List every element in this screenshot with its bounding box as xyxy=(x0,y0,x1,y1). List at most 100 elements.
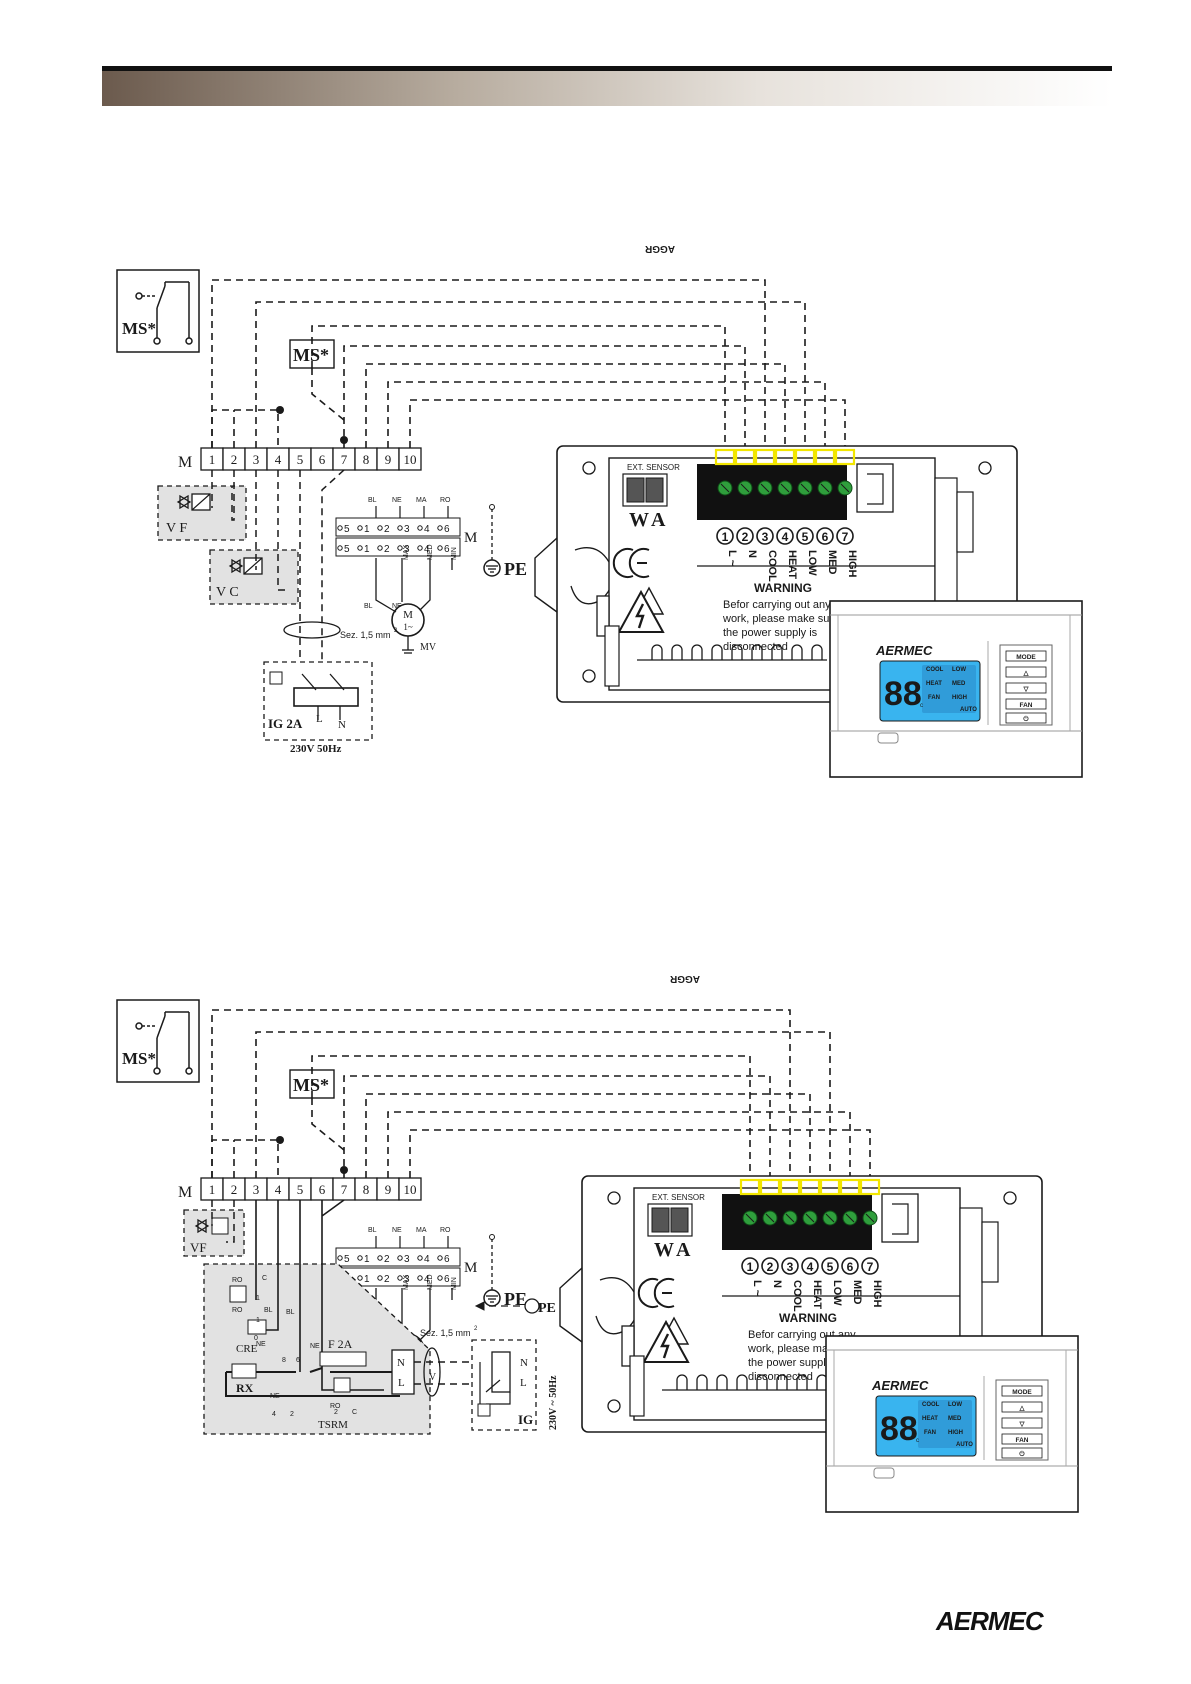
board-terminal-label: HIGH xyxy=(846,550,858,578)
motor-connector-number: 1 xyxy=(364,524,370,535)
module-wire-tag: BL xyxy=(264,1307,273,1314)
terminal-number: 1 xyxy=(209,452,216,467)
pe-symbol xyxy=(483,1289,501,1307)
motor-connector-number: 1 xyxy=(364,1254,370,1265)
board-terminal-number: 1 xyxy=(747,1260,754,1274)
supply-terminal xyxy=(391,1349,415,1395)
motor-wire-tag: RO xyxy=(440,1227,451,1234)
motor-connector-number: 1 xyxy=(364,544,370,555)
module-contact-number: 6 xyxy=(296,1357,300,1364)
board-terminal-label: HIGH xyxy=(871,1280,883,1308)
cable-section-label: Sez. 1,5 mm xyxy=(420,1328,471,1338)
thermostat-tag: AUTO xyxy=(956,1442,973,1448)
module-wire-tag: RO xyxy=(232,1277,243,1284)
terminal-highlight xyxy=(739,1178,761,1196)
motor-connector-number: 6 xyxy=(444,524,450,535)
cable-section-sup: 2 xyxy=(474,1326,478,1332)
motor-symbol: M xyxy=(403,609,413,621)
thermostat-tag: HEAT xyxy=(926,681,942,687)
thermostat-button-0: MODE xyxy=(1016,654,1036,661)
board-terminal-label: HEAT xyxy=(811,1280,823,1309)
terminal-highlight xyxy=(819,1178,841,1196)
sensor-a-label: A xyxy=(651,509,666,531)
terminal-highlight xyxy=(814,448,836,466)
thermostat-tag: HIGH xyxy=(952,695,967,701)
module-contact-number: 2 xyxy=(290,1411,294,1418)
board-terminal-label: MED xyxy=(826,550,838,575)
supply-terminal-l: L xyxy=(398,1377,405,1389)
thermostat-tag: FAN xyxy=(924,1430,936,1436)
terminal-number: 9 xyxy=(385,1182,392,1197)
motor-speed-tag: MED xyxy=(427,544,434,560)
thermostat-button-1: △ xyxy=(1023,670,1030,677)
board-terminal-number: 5 xyxy=(827,1260,834,1274)
terminal-number-badge xyxy=(736,527,754,545)
motor-connector-number: 6 xyxy=(444,1254,450,1265)
motor-block-label: M xyxy=(464,1260,477,1276)
ms-box-label: MS* xyxy=(293,345,329,365)
terminal-highlight xyxy=(759,1178,781,1196)
motor-connector-number: 1 xyxy=(364,1274,370,1285)
warning-line: the power supply is xyxy=(723,627,818,639)
module-wire-tag: RO xyxy=(232,1307,243,1314)
module-contact-number: 4 xyxy=(272,1411,276,1418)
motor-connector-number: 3 xyxy=(404,1274,410,1285)
terminal-number-badge xyxy=(841,1257,859,1275)
board-terminal-label: LOW xyxy=(806,550,818,576)
pe-symbol xyxy=(483,559,501,577)
board-terminal-number: 7 xyxy=(842,530,849,544)
motor-connector-number: 3 xyxy=(404,1254,410,1265)
motor-connector-number: 4 xyxy=(424,1254,430,1265)
motor-connector-number: 2 xyxy=(384,1254,390,1265)
valve-label: V F xyxy=(166,521,187,536)
module-wire-tag: BL xyxy=(286,1309,295,1316)
thermostat-display: 88 xyxy=(884,675,922,713)
terminal-number: 1 xyxy=(209,1182,216,1197)
supply-label: 230V ~ 50Hz xyxy=(548,1375,559,1430)
terminal-number: 10 xyxy=(404,452,417,467)
terminal-highlight xyxy=(794,448,816,466)
board-terminal-label: N xyxy=(771,1280,783,1288)
thermostat xyxy=(829,600,1083,778)
thermostat-tag: COOL xyxy=(926,667,944,673)
module-contact-number: C xyxy=(352,1409,357,1416)
terminal-number-badge xyxy=(741,1257,759,1275)
terminal-highlight xyxy=(774,448,796,466)
motor-connector-number: 2 xyxy=(384,1274,390,1285)
thermostat-tag: MED xyxy=(952,681,966,687)
sensor-w-label: W xyxy=(629,509,649,531)
main-switch-n: N xyxy=(520,1357,528,1369)
motor-connector-number: 2 xyxy=(384,544,390,555)
thermostat-brand: AERMEC xyxy=(871,1378,929,1393)
board-terminal-number: 5 xyxy=(802,530,809,544)
module-wire-tag: RO xyxy=(330,1403,341,1410)
warning-title: WARNING xyxy=(754,581,812,595)
thermostat-tag: LOW xyxy=(948,1402,962,1408)
thermostat xyxy=(825,1335,1079,1513)
thermostat-unit: c xyxy=(916,1438,919,1444)
terminal-number-badge xyxy=(796,527,814,545)
terminal-number-badge xyxy=(781,1257,799,1275)
thermal-switch xyxy=(333,1377,351,1393)
terminal-number-badge xyxy=(761,1257,779,1275)
pe-symbol-2 xyxy=(524,1298,540,1314)
warning-line: Befor carrying out any xyxy=(723,599,831,611)
board-terminal-label: N xyxy=(746,550,758,558)
board-terminal-number: 2 xyxy=(742,530,749,544)
thermostat-button-4: ⏻ xyxy=(1023,715,1029,723)
warning-title: WARNING xyxy=(779,1311,837,1325)
valve-label: VF xyxy=(190,1240,207,1255)
terminal-number-badge xyxy=(756,527,774,545)
board-terminal-label: L ~ xyxy=(726,550,738,567)
module-contact-number: C xyxy=(262,1275,267,1282)
motor-connector-number: 4 xyxy=(424,524,430,535)
motor-connector-number: 6 xyxy=(444,1274,450,1285)
main-switch-label: IG 2A xyxy=(268,716,303,731)
terminal-number-badge xyxy=(801,1257,819,1275)
terminal-highlight xyxy=(779,1178,801,1196)
motor-wire-tag: BL xyxy=(368,1227,377,1234)
terminal-number: 5 xyxy=(297,452,304,467)
thermostat-tag: AUTO xyxy=(960,707,977,713)
main-switch-l: L xyxy=(316,713,323,725)
motor-label: MV xyxy=(420,642,437,653)
